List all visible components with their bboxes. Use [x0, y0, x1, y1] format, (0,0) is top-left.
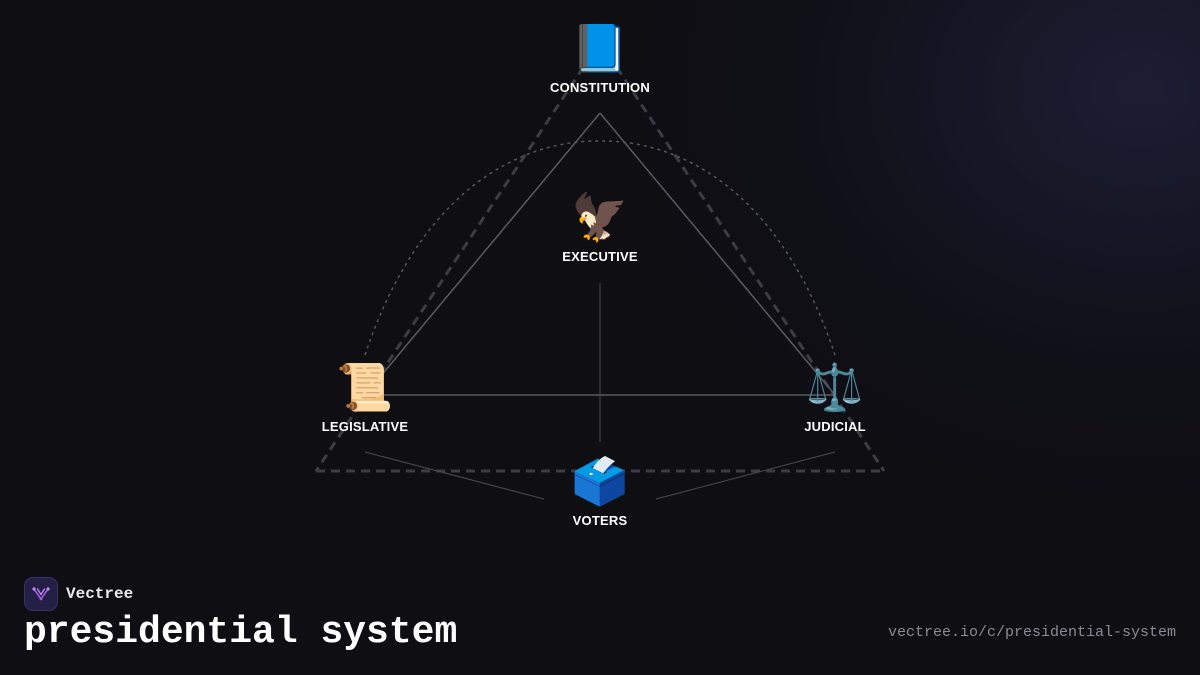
balance-scale-icon: ⚖️ [806, 360, 864, 414]
node-executive-label: EXECUTIVE [562, 249, 638, 264]
inner-triangle-left-edge [364, 112, 601, 396]
judicial-voters-link [655, 451, 836, 500]
node-constitution-label: CONSTITUTION [550, 80, 650, 95]
eagle-icon: 🦅 [571, 190, 629, 244]
vectree-logo-icon [24, 577, 58, 611]
outer-triangle-left-edge [314, 41, 602, 472]
blue-book-icon: 📘 [571, 21, 629, 75]
node-legislative-label: LEGISLATIVE [321, 419, 409, 434]
legislative-voters-link [364, 451, 545, 500]
scroll-icon: 📜 [336, 360, 394, 414]
page-url[interactable]: vectree.io/c/presidential-system [887, 624, 1176, 641]
node-voters: 🗳️ VOTERS [520, 453, 680, 528]
brand: Vectree [24, 577, 133, 611]
node-legislative: 📜 LEGISLATIVE [285, 359, 445, 434]
node-constitution: 📘 CONSTITUTION [520, 20, 680, 95]
dotted-arc [364, 140, 836, 356]
ballot-box-icon: 🗳️ [571, 454, 629, 508]
node-judicial-label: JUDICIAL [804, 419, 866, 434]
brand-name: Vectree [66, 585, 134, 603]
outer-triangle-right-edge [598, 41, 886, 472]
node-judicial: ⚖️ JUDICIAL [755, 359, 915, 434]
page-title: presidential system [24, 611, 458, 654]
node-voters-label: VOTERS [572, 513, 628, 528]
inner-triangle-right-edge [599, 112, 836, 396]
node-executive: 🦅 EXECUTIVE [520, 189, 680, 264]
